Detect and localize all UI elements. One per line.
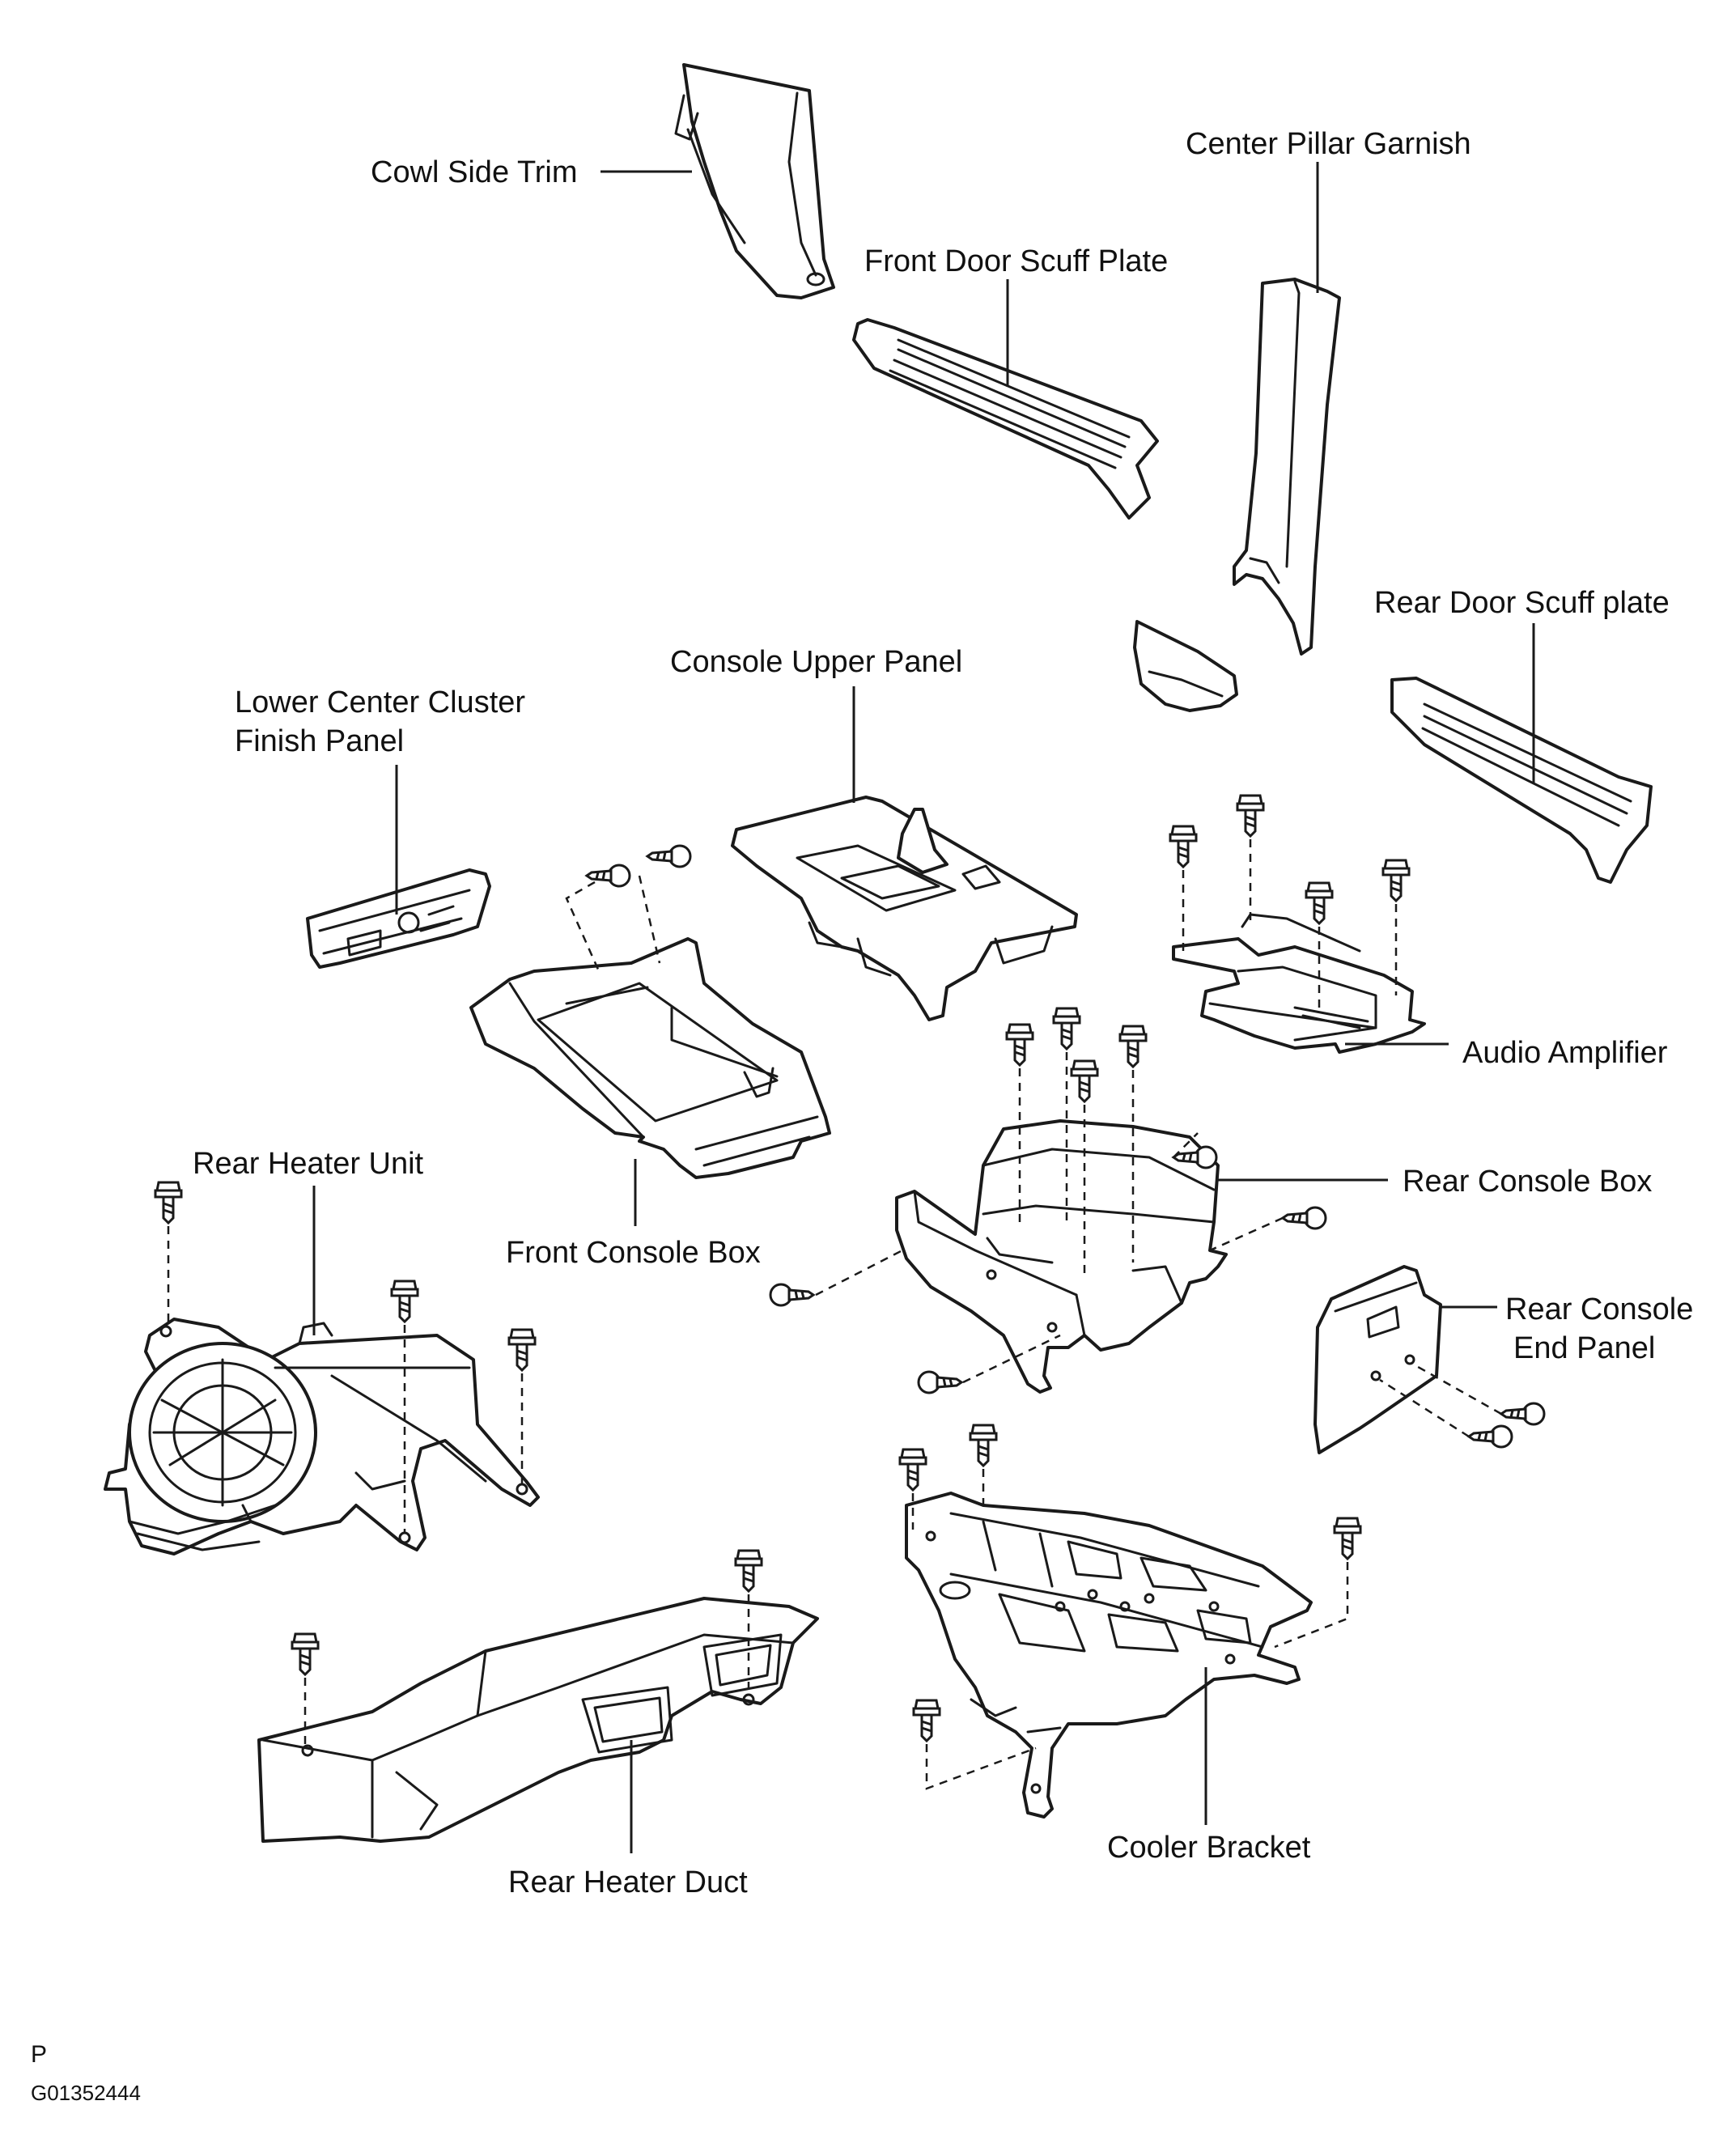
label-center-pillar-garnish: Center Pillar Garnish [1186, 127, 1471, 161]
bolt-icon [1005, 1023, 1034, 1067]
lower-center-cluster-finish-panel [306, 868, 491, 969]
bolt-icon [1333, 1517, 1362, 1560]
label-lower-center-cluster-line2: Finish Panel [235, 724, 404, 758]
screw-icon [917, 1370, 963, 1394]
label-rear-console-box: Rear Console Box [1403, 1165, 1652, 1199]
fastener-guide-line [815, 1249, 903, 1297]
rear-heater-duct [257, 1597, 819, 1843]
label-cowl-side-trim: Cowl Side Trim [371, 155, 578, 189]
bolt-icon [154, 1181, 183, 1224]
rear-console-box [895, 1119, 1228, 1394]
fastener-guide-line [565, 881, 601, 972]
cooler-bracket [905, 1492, 1313, 1819]
rear-console-end-panel [1313, 1265, 1442, 1454]
front-door-scuff-plate [852, 318, 1159, 520]
fastener-guide-line [1173, 1132, 1199, 1158]
screw-icon [646, 844, 692, 868]
label-rear-door-scuff-plate: Rear Door Scuff plate [1374, 586, 1670, 620]
console-upper-panel [731, 796, 1078, 1021]
label-rear-heater-unit: Rear Heater Unit [193, 1147, 424, 1181]
screw-icon [1500, 1402, 1546, 1426]
bolt-icon [507, 1328, 537, 1372]
screw-icon [1281, 1206, 1327, 1230]
fastener-guide-line [962, 1334, 1061, 1384]
label-audio-amplifier: Audio Amplifier [1462, 1036, 1668, 1070]
bolt-icon [969, 1424, 998, 1467]
fastener-guide-line [1379, 1378, 1470, 1438]
cowl-side-trim [674, 63, 835, 299]
bolt-icon [1305, 881, 1334, 925]
bolt-icon [390, 1280, 419, 1323]
rear-heater-unit [104, 1318, 540, 1555]
bolt-icon [291, 1632, 320, 1676]
fastener-guide-line [1274, 1562, 1349, 1649]
fastener-guide-line [1411, 1362, 1502, 1415]
bolt-icon [1236, 794, 1265, 838]
center-pillar-garnish [1233, 278, 1341, 656]
bolt-icon [734, 1549, 763, 1593]
screw-icon [1467, 1424, 1513, 1449]
fastener-guide-line [638, 875, 661, 964]
label-console-upper-panel: Console Upper Panel [670, 645, 962, 679]
fastener-guide-line [925, 1744, 1037, 1790]
label-front-door-scuff-plate: Front Door Scuff Plate [864, 244, 1168, 278]
label-cooler-bracket: Cooler Bracket [1107, 1831, 1311, 1865]
label-rear-console-end-panel-line1: Rear Console [1505, 1292, 1693, 1326]
fastener-guide-line [1209, 1216, 1284, 1252]
screw-icon [769, 1283, 815, 1307]
bolt-icon [1381, 859, 1411, 902]
audio-amplifier [1172, 913, 1426, 1054]
bolt-icon [1118, 1025, 1148, 1068]
bolt-icon [912, 1699, 941, 1742]
bolt-icon [1052, 1007, 1081, 1050]
bolt-icon [898, 1448, 927, 1492]
footer-letter: P [31, 2041, 47, 2068]
label-front-console-box: Front Console Box [506, 1236, 761, 1270]
pillar-lower-cover [1133, 620, 1238, 712]
bolt-icon [1169, 825, 1198, 868]
label-rear-heater-duct: Rear Heater Duct [508, 1865, 748, 1899]
label-rear-console-end-panel-line2: End Panel [1513, 1331, 1655, 1365]
figure-code: G01352444 [31, 2081, 141, 2105]
rear-door-scuff-plate [1390, 677, 1653, 884]
front-console-box [469, 937, 831, 1179]
bolt-icon [1070, 1059, 1099, 1103]
label-lower-center-cluster-line1: Lower Center Cluster [235, 685, 525, 719]
